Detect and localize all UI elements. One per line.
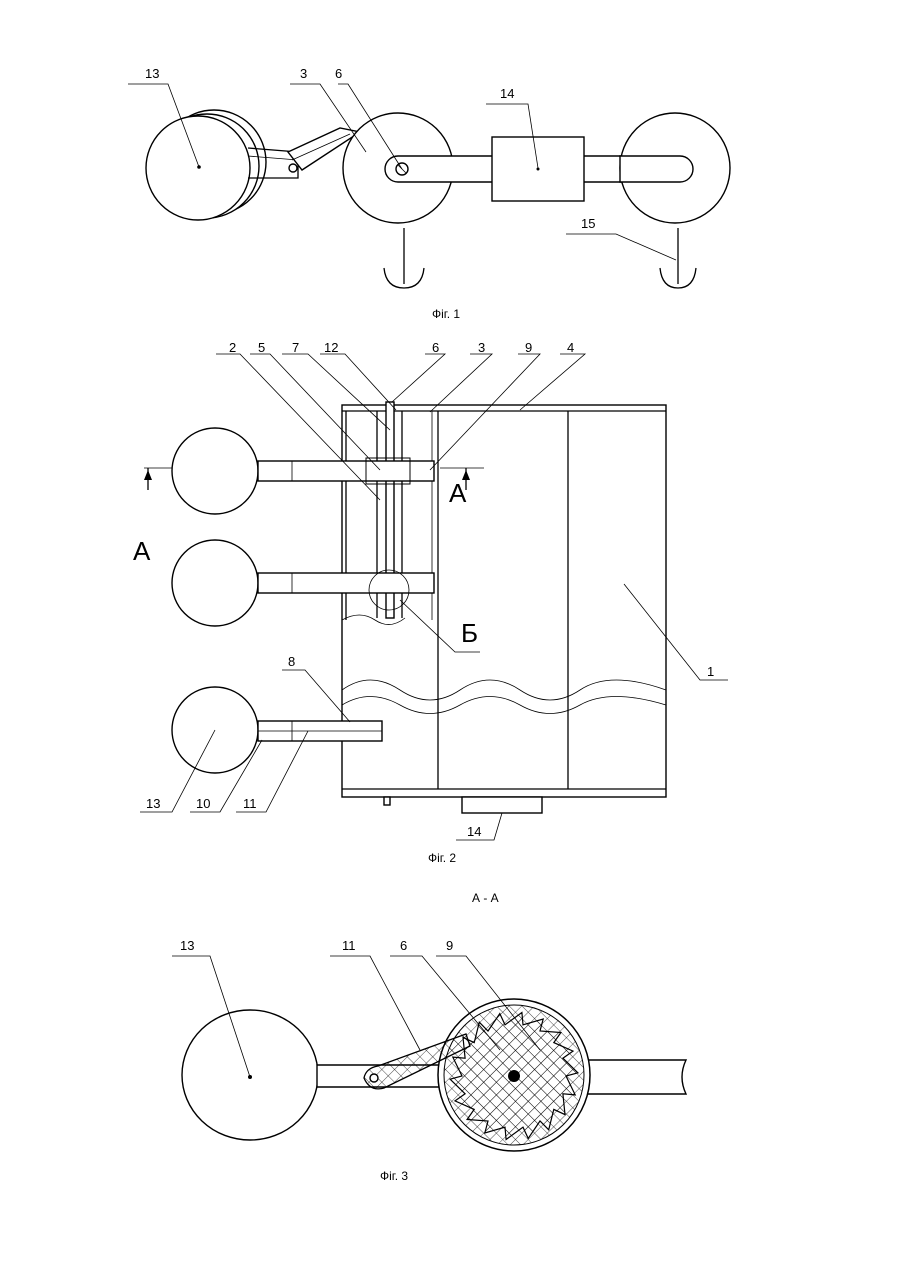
- leader-12: [320, 354, 396, 410]
- section-mark-left: А: [133, 536, 151, 566]
- caption-fig3: Фіг. 3: [380, 1169, 408, 1183]
- label-7: 7: [292, 340, 299, 355]
- label-14-fig1: 14: [500, 86, 514, 101]
- caption-fig2: Фіг. 2: [428, 851, 456, 865]
- label-9-fig3: 9: [446, 938, 453, 953]
- leader-6-fig2: [392, 354, 445, 402]
- label-15-fig1: 15: [581, 216, 595, 231]
- lever-pivot-fig1: [289, 164, 297, 172]
- axle-6-fig3: [508, 1070, 520, 1082]
- label-8: 8: [288, 654, 295, 669]
- label-6-fig1: 6: [335, 66, 342, 81]
- label-9: 9: [525, 340, 532, 355]
- label-5: 5: [258, 340, 265, 355]
- label-2: 2: [229, 340, 236, 355]
- box-14-fig2: [462, 797, 542, 813]
- label-3-fig2: 3: [478, 340, 485, 355]
- label-4: 4: [567, 340, 574, 355]
- section-title-a-a: А - А: [472, 891, 499, 905]
- label-13-fig1: 13: [145, 66, 159, 81]
- figure-1: 13 3 6 14 15 Фіг. 1: [128, 66, 730, 321]
- beam-fig3: [580, 1060, 686, 1094]
- pawl-pivot: [370, 1074, 378, 1082]
- label-11-fig3: 11: [342, 938, 356, 953]
- label-11-fig2: 11: [243, 796, 257, 811]
- shaft-end: [384, 797, 390, 805]
- section-mark-right: А: [449, 478, 467, 508]
- figure-3: А - А 13 11 6 9 Фіг. 3: [172, 891, 686, 1183]
- label-10: 10: [196, 796, 210, 811]
- label-1: 1: [707, 664, 714, 679]
- leader-3-fig2: [430, 354, 492, 412]
- beam-fig1-right: [620, 156, 693, 182]
- leader-4: [520, 354, 585, 410]
- detail-letter-b: Б: [461, 618, 478, 648]
- label-14-fig2: 14: [467, 824, 481, 839]
- leader-11-fig3: [330, 956, 420, 1050]
- figure-2: А А Б 2 5 7 12 6 3 9 4 8 1 13 10 11: [133, 340, 728, 865]
- label-6-fig2: 6: [432, 340, 439, 355]
- anchor-left: [384, 228, 424, 288]
- caption-fig1: Фіг. 1: [432, 307, 460, 321]
- label-12: 12: [324, 340, 338, 355]
- leader-15-fig1: [566, 234, 676, 260]
- label-3-fig1: 3: [300, 66, 307, 81]
- label-13-fig2: 13: [146, 796, 160, 811]
- anchor-15: [660, 228, 696, 288]
- leader-8: [282, 670, 350, 722]
- label-13-fig3: 13: [180, 938, 194, 953]
- label-6-fig3: 6: [400, 938, 407, 953]
